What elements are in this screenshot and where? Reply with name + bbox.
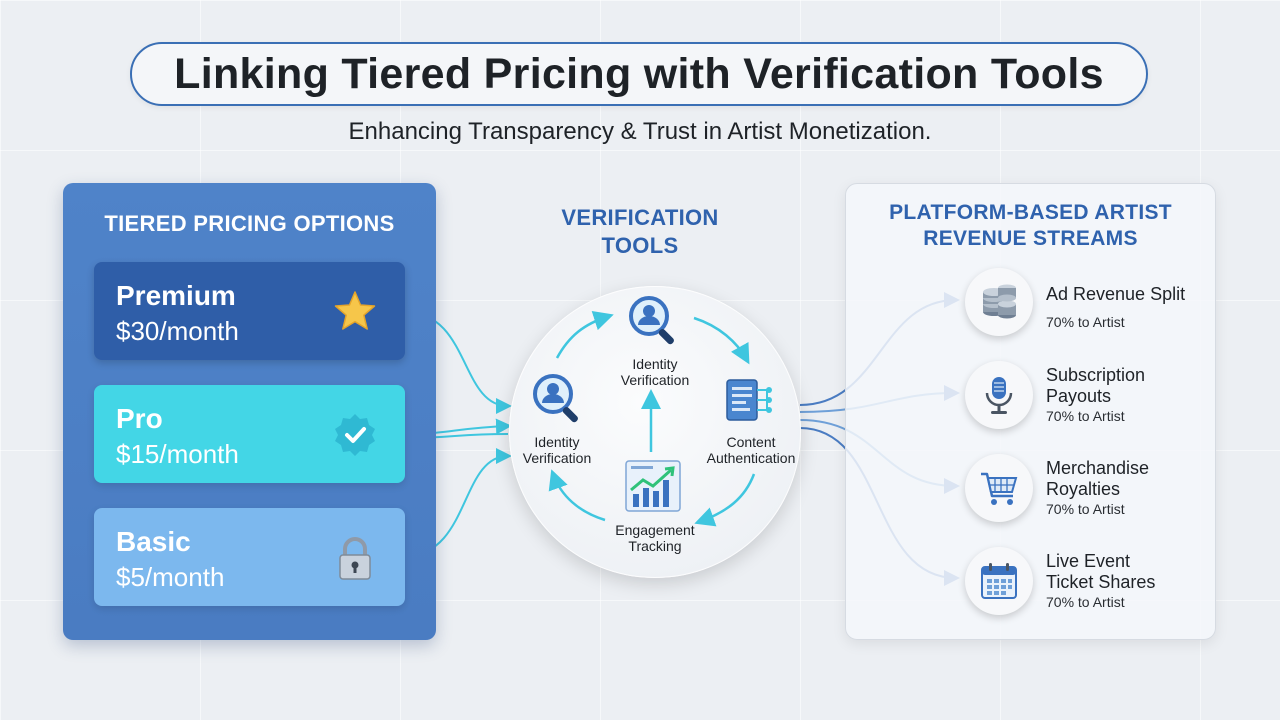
revenue-panel-title: PLATFORM-BASED ARTIST REVENUE STREAMS <box>889 201 1172 250</box>
node-content-authentication: Content Authentication <box>706 434 796 466</box>
tier-card-premium[interactable]: Premium $30/month <box>94 262 405 360</box>
revenue-stream-merchandise: Merchandise Royalties 70% to Artist <box>1046 458 1150 517</box>
tier-name: Basic <box>116 526 191 557</box>
shopping-cart-icon <box>965 454 1033 522</box>
revenue-stream-subscription: Subscription Payouts 70% to Artist <box>1046 365 1146 424</box>
tier-price: $15/month <box>116 439 239 469</box>
tier-name: Premium <box>116 280 236 311</box>
node-identity-verification-top: Identity Verification <box>620 356 690 388</box>
user-search-icon <box>629 296 674 345</box>
tier-price: $5/month <box>116 562 225 592</box>
revenue-stream-live-event: Live Event Ticket Shares 70% to Artist <box>1046 551 1156 610</box>
growth-chart-icon <box>625 460 681 512</box>
pricing-panel-title: TIERED PRICING OPTIONS <box>104 211 395 236</box>
verification-cycle: Identity Verification Identity Verificat… <box>509 286 801 578</box>
microphone-icon <box>965 361 1033 429</box>
calendar-icon <box>965 547 1033 615</box>
page-subtitle: Enhancing Transparency & Trust in Artist… <box>348 118 932 145</box>
tier-name: Pro <box>116 403 163 434</box>
revenue-stream-ad: Ad Revenue Split 70% to Artist <box>1046 284 1186 330</box>
title-banner: Linking Tiered Pricing with Verification… <box>130 42 1148 106</box>
star-icon <box>334 291 376 330</box>
cycle-arrows <box>548 311 756 527</box>
node-identity-verification-left: Identity Verification <box>522 434 592 466</box>
tier-card-pro[interactable]: Pro $15/month <box>94 385 405 483</box>
pricing-panel: TIERED PRICING OPTIONS Premium $30/month… <box>63 183 436 640</box>
user-search-icon <box>533 374 578 423</box>
document-network-icon <box>726 379 772 421</box>
tier-card-basic[interactable]: Basic $5/month <box>94 508 405 606</box>
verification-title: VERIFICATION TOOLS <box>561 205 719 258</box>
verified-badge-icon <box>335 414 375 456</box>
coin-stack-icon <box>965 268 1033 336</box>
tier-price: $30/month <box>116 316 239 346</box>
node-engagement-tracking: Engagement Tracking <box>615 522 695 554</box>
padlock-icon <box>339 537 371 580</box>
revenue-panel: PLATFORM-BASED ARTIST REVENUE STREAMS Ad… <box>845 183 1216 640</box>
page-title: Linking Tiered Pricing with Verification… <box>174 49 1104 98</box>
